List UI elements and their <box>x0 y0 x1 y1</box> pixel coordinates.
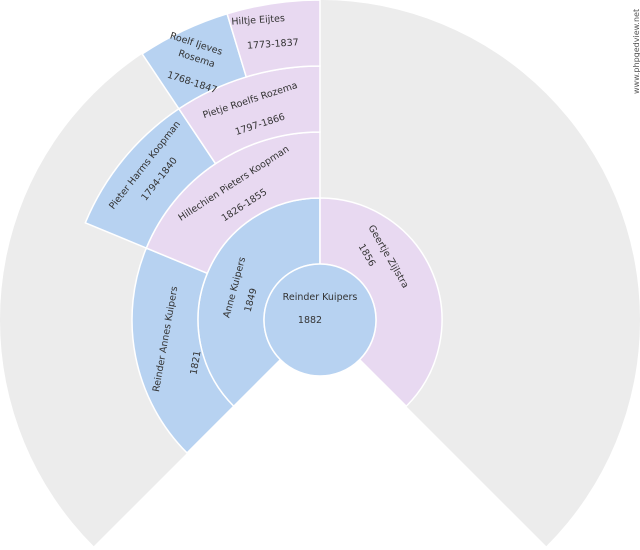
person-fmmm[interactable]: Hiltje Eijtes 1773-1837 <box>231 12 299 52</box>
root-cell[interactable] <box>263 263 377 377</box>
fmmm-cell[interactable] <box>226 0 321 78</box>
root-dates: 1882 <box>298 315 322 326</box>
fmmm-name: Hiltje Eijtes <box>231 13 285 28</box>
person-root[interactable]: Reinder Kuipers 1882 <box>263 263 377 377</box>
fmmm-dates: 1773-1837 <box>247 37 299 52</box>
root-name: Reinder Kuipers <box>283 292 358 303</box>
watermark: www.phpgedview.net <box>632 8 640 94</box>
ff-dates: 1821 <box>189 350 204 376</box>
